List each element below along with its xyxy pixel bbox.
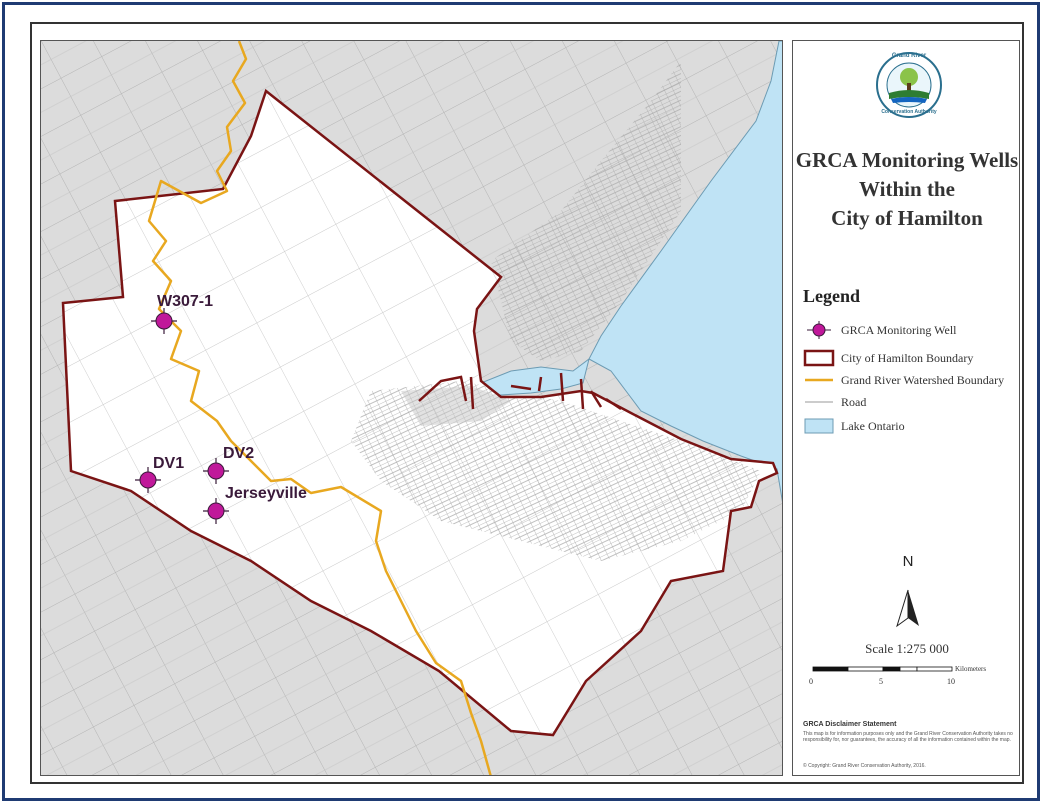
map-title: GRCA Monitoring Wells Within the City of… [793, 146, 1021, 233]
well-marker-dv2[interactable] [203, 458, 229, 484]
legend-label-hamilton-boundary: City of Hamilton Boundary [841, 350, 974, 365]
legend-label-lake: Lake Ontario [841, 418, 905, 433]
well-label-w307-1: W307-1 [157, 293, 214, 310]
watershed-line-icon [805, 378, 833, 382]
legend-heading: Legend [803, 286, 861, 306]
north-label: N [902, 553, 914, 570]
legend-item-hamilton-boundary: City of Hamilton Boundary [803, 347, 1018, 369]
map-panel[interactable]: W307-1 DV1 DV2 Jerseyville [40, 40, 783, 776]
harbour-boundary [418, 372, 622, 411]
legend-label-well: GRCA Monitoring Well [841, 322, 957, 337]
scale-tick-0: 0 [809, 677, 813, 686]
legend-item-lake: Lake Ontario [803, 415, 1018, 437]
burlington-urban [491, 61, 681, 361]
legend-item-road: Road [803, 391, 1018, 413]
map-canvas [41, 41, 783, 776]
disclaimer-text: This map is for information purposes onl… [803, 731, 1013, 743]
scale-tick-5: 5 [879, 677, 883, 686]
well-marker-jerseyville[interactable] [203, 498, 229, 524]
map-title-line3: City of Hamilton [831, 206, 983, 230]
scale-text: Scale 1:275 000 [865, 641, 949, 656]
north-arrow-icon [896, 589, 919, 628]
well-marker-dv1[interactable] [135, 467, 161, 493]
disclaimer-title: GRCA Disclaimer Statement [803, 721, 897, 728]
scale-unit: Kilometers [955, 665, 987, 673]
logo-top-text: Grand River [891, 53, 927, 59]
watershed-boundary[interactable] [147, 41, 492, 776]
legend-label-road: Road [841, 394, 867, 409]
well-label-jerseyville: Jerseyville [225, 485, 307, 502]
legend-item-watershed: Grand River Watershed Boundary [803, 369, 1018, 391]
well-label-dv1: DV1 [153, 455, 185, 472]
lake-ontario[interactable] [588, 41, 783, 511]
map-title-line2: Within the [859, 177, 955, 201]
scale-bar [812, 666, 953, 672]
well-marker-w307-1[interactable] [151, 308, 177, 334]
grca-logo-icon [876, 52, 942, 118]
hamilton-boundary[interactable] [61, 88, 779, 737]
scale-tick-10: 10 [947, 677, 955, 686]
legend-label-watershed: Grand River Watershed Boundary [841, 372, 1005, 387]
well-marker-icon [807, 321, 831, 339]
well-label-dv2: DV2 [223, 445, 255, 462]
logo-bottom-text: Conservation Authority [881, 109, 937, 115]
legend-item-well: GRCA Monitoring Well [803, 319, 1018, 341]
disclaimer-copyright: © Copyright: Grand River Conservation Au… [803, 763, 926, 769]
legend-panel: Grand River Conservation Authority GRCA … [792, 40, 1020, 776]
map-title-line1: GRCA Monitoring Wells [795, 148, 1019, 172]
boundary-swatch-icon [803, 349, 835, 367]
road-line-icon [805, 401, 833, 403]
lake-swatch-icon [804, 418, 834, 434]
